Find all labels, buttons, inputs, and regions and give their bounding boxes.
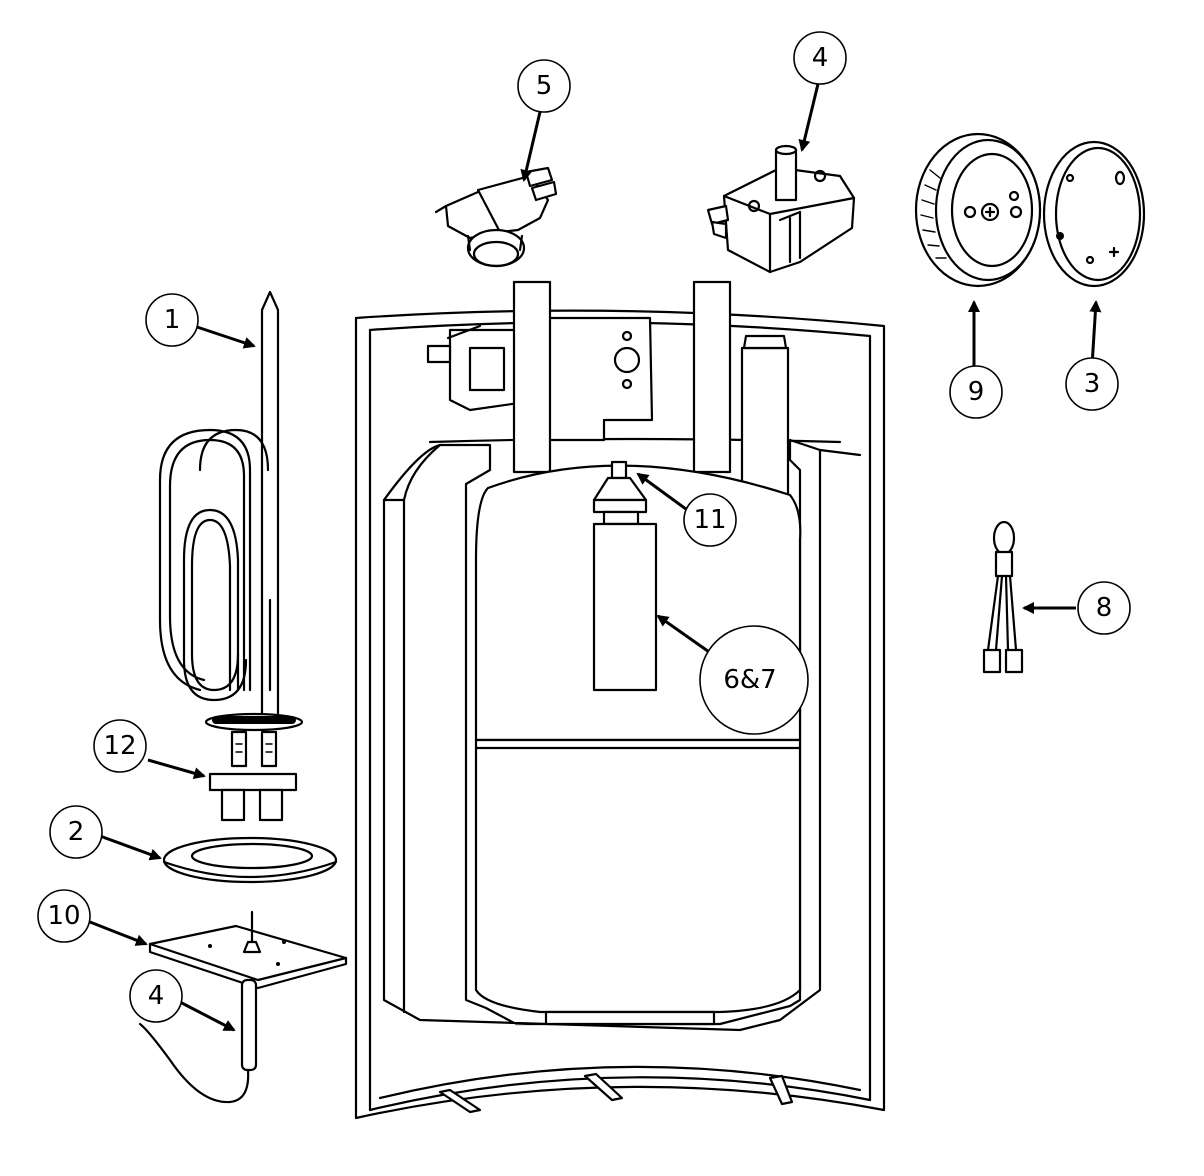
anode-assembly bbox=[592, 460, 658, 692]
callout-2-label: 2 bbox=[68, 817, 85, 847]
callout-2: 2 bbox=[49, 805, 103, 859]
part-2-gasket bbox=[162, 836, 338, 884]
callout-6-7-label: 6&7 bbox=[723, 665, 776, 695]
callout-3: 3 bbox=[1065, 357, 1119, 411]
callout-4-top: 4 bbox=[793, 31, 847, 85]
callout-10: 10 bbox=[37, 889, 91, 943]
tank-pipes bbox=[512, 280, 790, 510]
callout-1: 1 bbox=[145, 293, 199, 347]
callout-4-top-label: 4 bbox=[812, 43, 829, 73]
callout-9: 9 bbox=[949, 365, 1003, 419]
callout-8: 8 bbox=[1077, 581, 1131, 635]
part-8-indicator-lamp bbox=[982, 520, 1024, 674]
callout-6-7: 6&7 bbox=[699, 625, 809, 735]
callout-12-label: 12 bbox=[103, 731, 136, 761]
part-1-heating-element bbox=[158, 290, 304, 732]
part-9-knob bbox=[914, 132, 1042, 288]
callout-11: 11 bbox=[683, 493, 737, 547]
callout-4-bottom: 4 bbox=[129, 969, 183, 1023]
callout-12: 12 bbox=[93, 719, 147, 773]
part-1-terminals bbox=[230, 730, 278, 768]
part-4-sensor-probe bbox=[138, 978, 258, 1104]
callout-3-label: 3 bbox=[1084, 369, 1101, 399]
leader-arrows bbox=[89, 83, 1102, 1032]
part-3-dial-plate bbox=[1042, 140, 1146, 288]
callout-1-label: 1 bbox=[164, 305, 181, 335]
callout-4-bottom-label: 4 bbox=[148, 981, 165, 1011]
callout-8-label: 8 bbox=[1096, 593, 1113, 623]
part-10-mounting-plate bbox=[148, 910, 348, 990]
callout-9-label: 9 bbox=[968, 377, 985, 407]
callout-5: 5 bbox=[517, 59, 571, 113]
callout-5-label: 5 bbox=[536, 71, 553, 101]
part-4-thermostat bbox=[706, 144, 856, 274]
part-12-terminal-block bbox=[208, 772, 298, 822]
callout-11-label: 11 bbox=[693, 505, 726, 535]
callout-10-label: 10 bbox=[47, 901, 80, 931]
part-5-valve bbox=[434, 166, 558, 268]
